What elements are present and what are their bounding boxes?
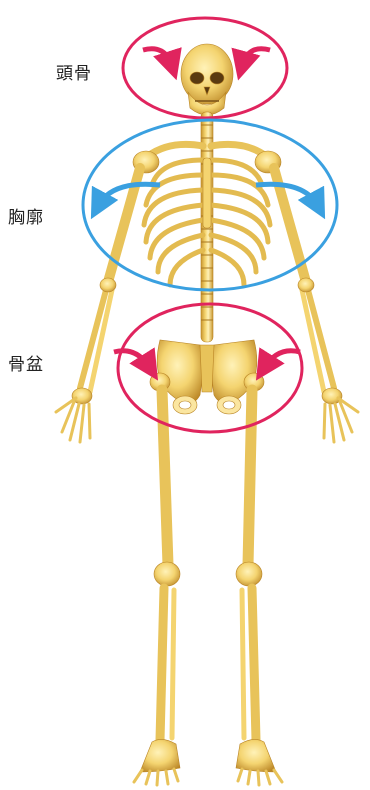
skull-arrow-left	[143, 49, 172, 66]
sternum	[203, 158, 211, 228]
clavicle-left	[148, 144, 203, 156]
leg-left	[134, 373, 180, 785]
arm-right	[274, 168, 358, 442]
pelvis	[157, 340, 257, 414]
skull-arrow-right	[242, 49, 270, 66]
arm-left	[56, 168, 140, 442]
clavicle-right	[211, 144, 266, 156]
leg-right	[236, 373, 282, 785]
pelvis-arrow-right	[264, 351, 300, 368]
skull	[181, 44, 233, 115]
